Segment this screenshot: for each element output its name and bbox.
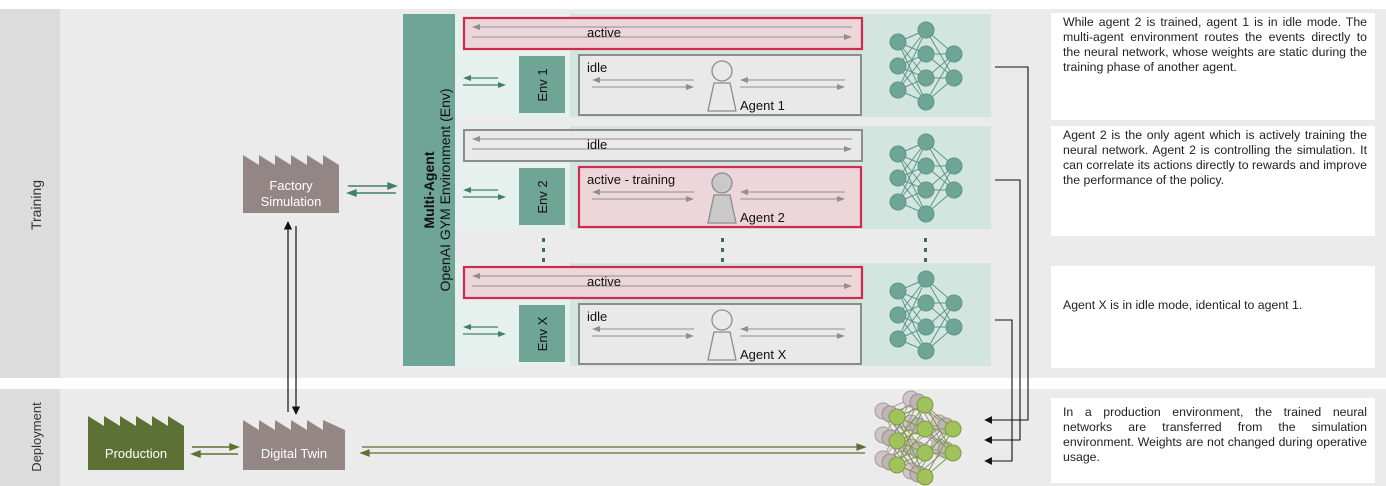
- agent-state-label-1: idle: [587, 60, 607, 75]
- env-box-2: [519, 168, 565, 225]
- env-label-3: Env X: [535, 316, 550, 351]
- top-state-label-1: active: [587, 25, 621, 40]
- neural-network-icon-2: [889, 133, 963, 223]
- top-state-label-3: active: [587, 274, 621, 289]
- deployment-label-band: [0, 389, 60, 486]
- network-transfer-lines: [984, 66, 1029, 465]
- agent-state-label-3: idle: [587, 309, 607, 324]
- training-label-band: [0, 9, 60, 378]
- agent-name-3: Agent X: [740, 347, 787, 362]
- production-plant: Production: [88, 416, 184, 470]
- multi-agent-env-column: [403, 14, 455, 366]
- top-state-bar-1: [462, 16, 864, 51]
- agent2-description-text: Agent 2 is the only agent which is activ…: [1063, 128, 1367, 187]
- gym-env-label: OpenAI GYM Environment (Env): [437, 88, 453, 291]
- deployment-description-text: In a production environment, the trained…: [1063, 405, 1367, 464]
- agent-icon-1: [707, 60, 737, 112]
- agent1-description: While agent 2 is trained, agent 1 is in …: [1051, 13, 1375, 120]
- agentx-description: Agent X is in idle mode, identical to ag…: [1051, 266, 1375, 368]
- sim-env-arrows: [346, 181, 398, 198]
- agent-name-1: Agent 1: [740, 98, 785, 113]
- deployed-neural-network-icon: [874, 390, 962, 486]
- env-box-1: [519, 56, 565, 113]
- deployment-description: In a production environment, the trained…: [1051, 398, 1375, 483]
- agentx-description-text: Agent X is in idle mode, identical to ag…: [1063, 298, 1303, 312]
- ellipsis-dots: [542, 238, 927, 262]
- production-label: Production: [105, 446, 167, 461]
- top-state-bar-3: [462, 265, 864, 300]
- digital-twin: Digital Twin: [243, 420, 345, 470]
- factory-simulation-label-2: Simulation: [261, 194, 322, 209]
- training-row-label: Training: [28, 180, 44, 230]
- production-twin-arrows: [190, 442, 240, 459]
- top-state-label-2: idle: [587, 137, 607, 152]
- digital-twin-label: Digital Twin: [261, 446, 327, 461]
- env-label-2: Env 2: [535, 180, 550, 213]
- deployment-row-label: Deployment: [29, 402, 44, 472]
- factory-simulation: Factory Simulation: [243, 155, 339, 213]
- factory-simulation-label-1: Factory: [269, 178, 313, 193]
- twin-network-arrows: [359, 443, 867, 457]
- agent2-description: Agent 2 is the only agent which is activ…: [1051, 126, 1375, 236]
- env-box-3: [519, 305, 565, 362]
- env-label-1: Env 1: [535, 68, 550, 101]
- agent-state-label-2: active - training: [587, 172, 675, 187]
- neural-network-icon-1: [889, 21, 963, 111]
- nn-layer-front: [888, 396, 962, 486]
- agent-icon-3: [707, 309, 737, 361]
- agent-name-2: Agent 2: [740, 210, 785, 225]
- agent1-description-text: While agent 2 is trained, agent 1 is in …: [1063, 15, 1367, 74]
- neural-network-icon-3: [889, 270, 963, 360]
- agent-icon-2: [707, 172, 737, 224]
- top-state-bar-2: [463, 129, 863, 162]
- multi-agent-label: Multi-Agent: [421, 151, 437, 228]
